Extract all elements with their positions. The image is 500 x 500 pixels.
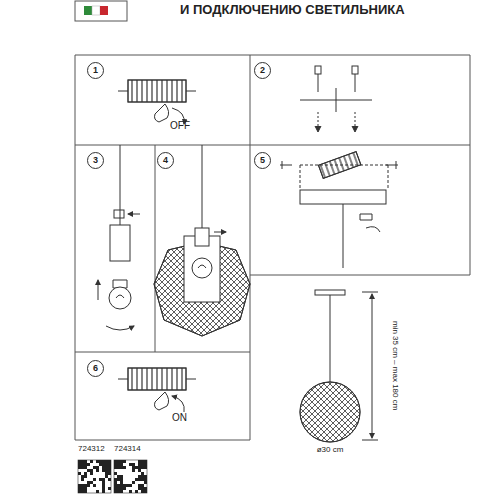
step-circle: 1 xyxy=(87,62,104,79)
step-number: 4 xyxy=(157,152,174,169)
step-number: 1 xyxy=(87,62,104,79)
step-number: 2 xyxy=(254,62,271,79)
step-circle: 4 xyxy=(157,152,174,169)
panel-frame xyxy=(75,55,470,440)
step-number: 3 xyxy=(87,152,104,169)
qr-code xyxy=(78,460,147,493)
step-circle: 5 xyxy=(254,152,271,169)
dimension-label: ø30 cm xyxy=(317,446,344,455)
bulb-socket xyxy=(98,145,140,330)
terminal-on xyxy=(118,368,196,412)
ceiling-canopy xyxy=(280,152,398,268)
switch-label: ON xyxy=(172,412,187,423)
switch-label: OFF xyxy=(170,120,190,131)
article-number: 724314 xyxy=(114,445,141,454)
pendant-dimension xyxy=(300,290,378,442)
shade-assembly xyxy=(154,145,250,336)
step-circle: 2 xyxy=(254,62,271,79)
step-number: 6 xyxy=(87,360,104,377)
step-circle: 6 xyxy=(87,360,104,377)
step-circle: 3 xyxy=(87,152,104,169)
dimension-label: min 35 cm – max 180 cm xyxy=(390,321,399,410)
mounting-bracket xyxy=(300,66,372,132)
sheet-title: И ПОДКЛЮЧЕНИЮ СВЕТИЛЬНИКА xyxy=(180,3,405,17)
logo xyxy=(75,1,127,21)
article-number: 724312 xyxy=(78,445,105,454)
terminal-off xyxy=(118,80,196,124)
step-number: 5 xyxy=(254,152,271,169)
